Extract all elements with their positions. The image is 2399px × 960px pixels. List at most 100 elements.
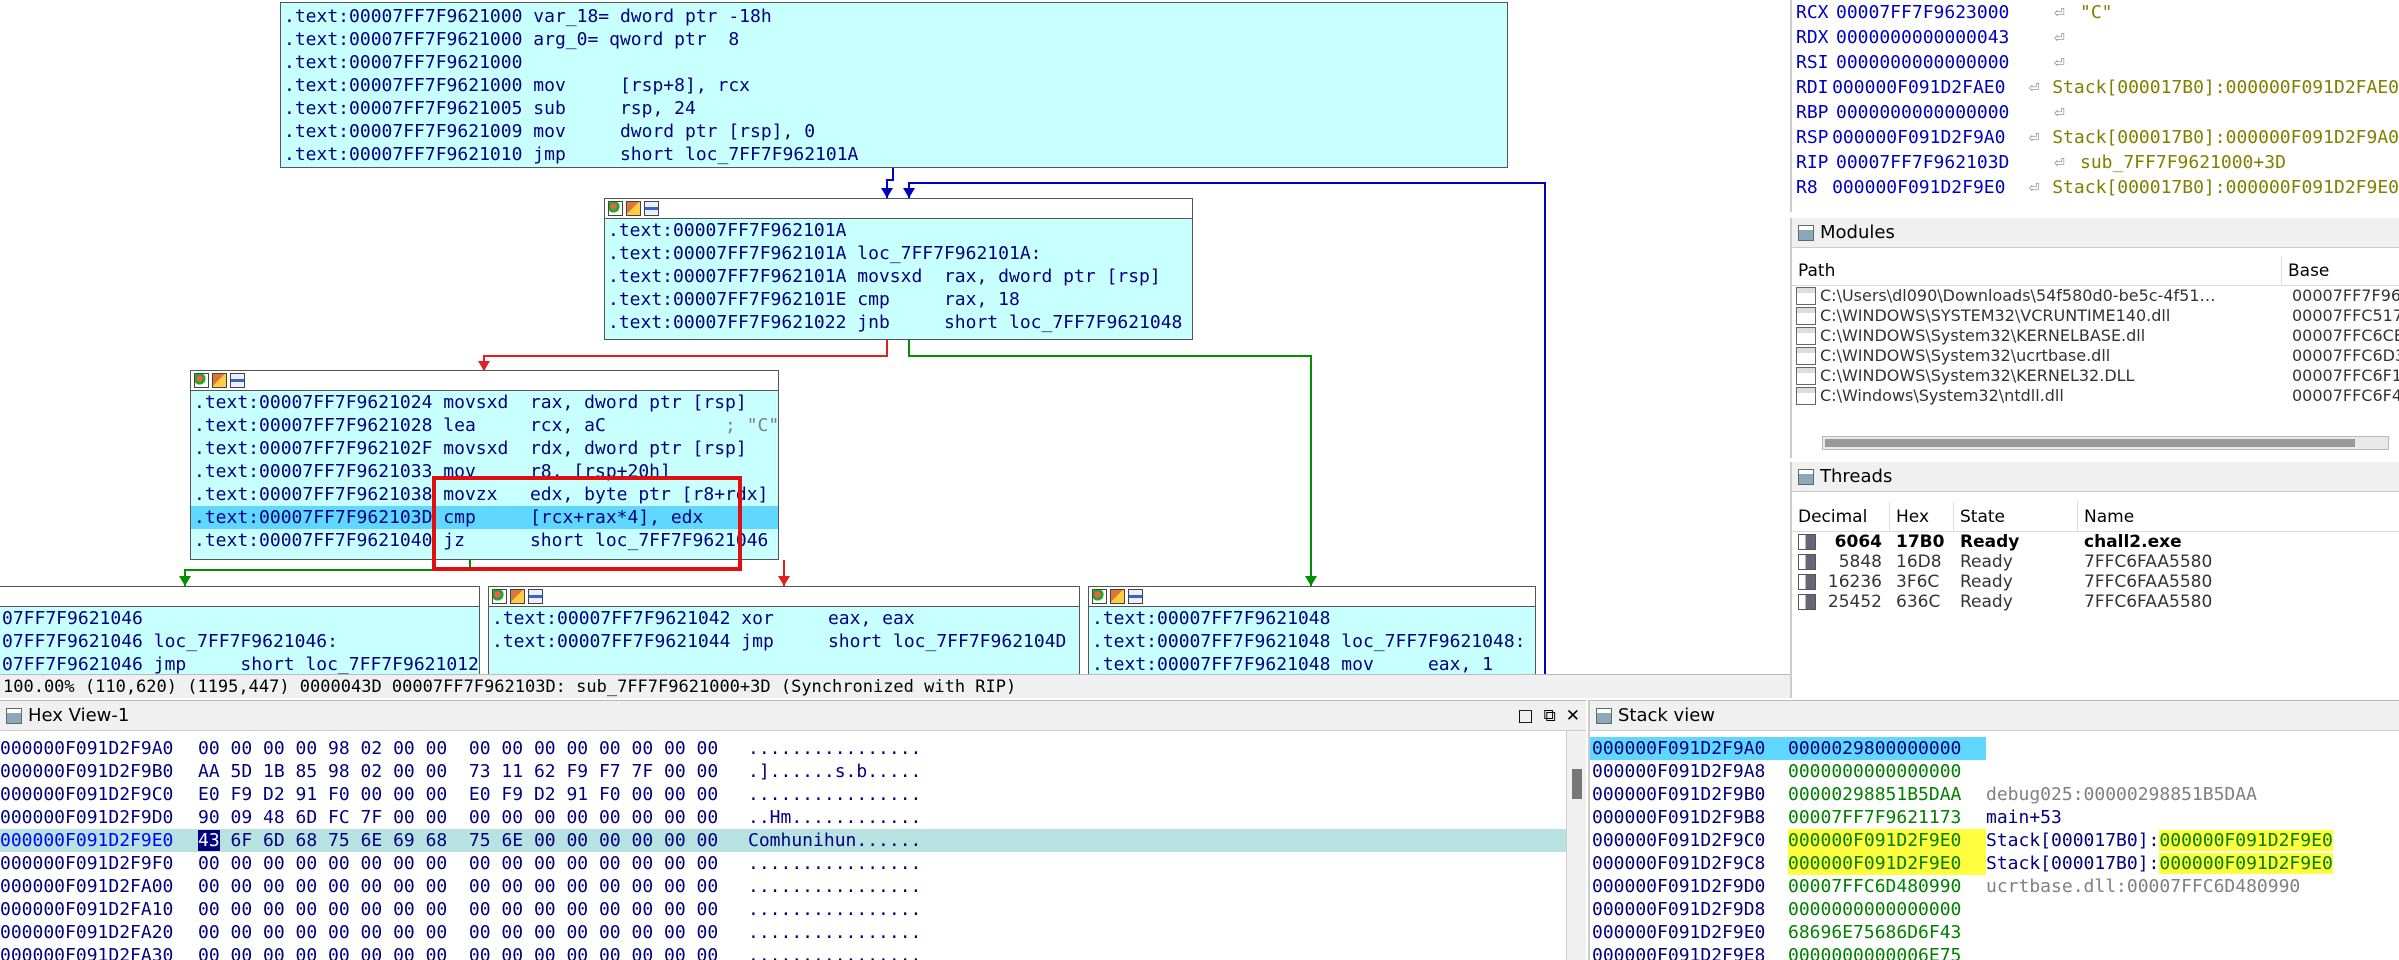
- stack-value[interactable]: 68696E75686D6F43: [1788, 922, 1962, 943]
- hex-bytes[interactable]: 00 00 00 00 00 00 00 00 00 00 00 00 00 0…: [198, 899, 719, 920]
- hex-view-title-bar[interactable]: Hex View-1 □ ⧉ ✕: [0, 701, 1586, 731]
- return-arrow-icon[interactable]: ⏎: [2028, 127, 2040, 148]
- register-value[interactable]: 000000F091D2F9A0: [1832, 127, 2006, 148]
- col-name[interactable]: Name: [2084, 507, 2135, 527]
- hex-bytes[interactable]: 00 00 00 00 00 00 00 00 00 00 00 00 00 0…: [198, 945, 719, 960]
- block-edit-icon[interactable]: [1110, 589, 1125, 604]
- code-line[interactable]: .text:00007FF7F962101E cmp rax, 18: [605, 288, 1192, 311]
- register-value[interactable]: 0000000000000000: [1836, 102, 2010, 123]
- block-group-icon[interactable]: [528, 589, 543, 604]
- code-line[interactable]: 07FF7F9621046 jmp short loc_7FF7F9621012: [0, 653, 479, 674]
- hex-bytes-group[interactable]: 43 6F 6D 68 75 6E 69 68 75 6E 00 00 00 0…: [198, 829, 748, 852]
- hex-bytes-group[interactable]: 00 00 00 00 00 00 00 00 00 00 00 00 00 0…: [198, 852, 748, 875]
- code-line[interactable]: .text:00007FF7F962102F movsxd rdx, dword…: [191, 437, 778, 460]
- hex-bytes[interactable]: 00 00 00 00 98 02 00 00 00 00 00 00 00 0…: [198, 738, 719, 759]
- code-line[interactable]: .text:00007FF7F9621048: [1089, 607, 1535, 630]
- code-line[interactable]: 07FF7F9621046: [0, 607, 479, 630]
- code-line[interactable]: .text:00007FF7F962103D cmp [rcx+rax*4], …: [191, 506, 778, 529]
- code-line[interactable]: .text:00007FF7F9621048 mov eax, 1: [1089, 653, 1535, 674]
- stack-value[interactable]: 0000000000000000: [1788, 761, 1962, 782]
- block-color-icon[interactable]: [194, 373, 209, 388]
- hex-bytes-group[interactable]: 00 00 00 00 00 00 00 00 00 00 00 00 00 0…: [198, 921, 748, 944]
- code-line[interactable]: .text:00007FF7F9621005 sub rsp, 24: [281, 97, 1507, 120]
- register-value[interactable]: 00007FF7F9623000: [1836, 2, 2010, 23]
- hex-ascii[interactable]: ................: [748, 945, 922, 960]
- graph-view[interactable]: .text:00007FF7F9621000 var_18= dword ptr…: [0, 0, 1790, 674]
- block-group-icon[interactable]: [644, 201, 659, 216]
- col-path[interactable]: Path: [1792, 256, 2282, 285]
- restore-icon[interactable]: ⧉: [1543, 705, 1556, 726]
- code-line[interactable]: .text:00007FF7F9621022 jnb short loc_7FF…: [605, 311, 1192, 334]
- modules-title-bar[interactable]: Modules: [1792, 218, 2399, 248]
- code-line[interactable]: .text:00007FF7F9621042 xor eax, eax: [489, 607, 1079, 630]
- hex-ascii[interactable]: .]......s.b.....: [748, 761, 922, 782]
- hex-bytes-group[interactable]: 00 00 00 00 00 00 00 00 00 00 00 00 00 0…: [198, 944, 748, 960]
- hex-ascii[interactable]: ................: [748, 922, 922, 943]
- stack-value[interactable]: 00000298851B5DAA: [1788, 784, 1962, 805]
- stack-value[interactable]: 00007FFC6D480990: [1788, 876, 1962, 897]
- col-state[interactable]: State: [1954, 502, 2078, 531]
- col-base[interactable]: Base: [2288, 261, 2330, 281]
- code-line[interactable]: .text:00007FF7F9621028 lea rcx, aC ; "C": [191, 414, 778, 437]
- hex-ascii[interactable]: ................: [748, 876, 922, 897]
- block-group-icon[interactable]: [230, 373, 245, 388]
- return-arrow-icon[interactable]: ⏎: [2054, 152, 2065, 173]
- hex-bytes[interactable]: E0 F9 D2 91 F0 00 00 00 E0 F9 D2 91 F0 0…: [198, 784, 719, 805]
- code-block-cmp[interactable]: .text:00007FF7F9621024 movsxd rax, dword…: [190, 370, 779, 560]
- return-arrow-icon[interactable]: ⏎: [2054, 27, 2065, 48]
- block-color-icon[interactable]: [492, 589, 507, 604]
- hex-ascii[interactable]: ................: [748, 853, 922, 874]
- code-block-loop[interactable]: .text:00007FF7F962101A .text:00007FF7F96…: [604, 198, 1193, 340]
- return-arrow-icon[interactable]: ⏎: [2054, 102, 2065, 123]
- stack-value[interactable]: 00007FF7F9621173: [1788, 807, 1962, 828]
- register-value[interactable]: 000000F091D2F9E0: [1832, 177, 2006, 198]
- return-arrow-icon[interactable]: ⏎: [2054, 2, 2065, 23]
- hex-ascii[interactable]: Comhunihun......: [748, 830, 922, 851]
- code-line[interactable]: .text:00007FF7F9621000: [281, 51, 1507, 74]
- stack-value[interactable]: 000000F091D2F9E0: [1788, 852, 1986, 875]
- stack-view-title-bar[interactable]: Stack view: [1590, 701, 2399, 731]
- hex-bytes[interactable]: 00 00 00 00 00 00 00 00 00 00 00 00 00 0…: [198, 922, 719, 943]
- threads-title-bar[interactable]: Threads: [1792, 462, 2399, 492]
- hex-selected-byte[interactable]: 43: [198, 830, 220, 851]
- register-value[interactable]: 000000F091D2FAE0: [1832, 77, 2006, 98]
- col-decimal[interactable]: Decimal: [1792, 502, 1890, 531]
- code-line[interactable]: .text:00007FF7F9621000 arg_0= qword ptr …: [281, 28, 1507, 51]
- code-line[interactable]: .text:00007FF7F962101A: [605, 219, 1192, 242]
- register-value[interactable]: 0000000000000043: [1836, 27, 2010, 48]
- code-block-left[interactable]: 07FF7F9621046 07FF7F9621046 loc_7FF7F962…: [0, 586, 480, 674]
- block-edit-icon[interactable]: [212, 373, 227, 388]
- code-line[interactable]: .text:00007FF7F9621044 jmp short loc_7FF…: [489, 630, 1079, 653]
- hex-bytes-group[interactable]: 90 09 48 6D FC 7F 00 00 00 00 00 00 00 0…: [198, 806, 748, 829]
- code-line[interactable]: .text:00007FF7F9621024 movsxd rax, dword…: [191, 391, 778, 414]
- hex-bytes-group[interactable]: 00 00 00 00 98 02 00 00 00 00 00 00 00 0…: [198, 737, 748, 760]
- maximize-icon[interactable]: □: [1517, 705, 1534, 726]
- scrollbar-thumb[interactable]: [1825, 439, 2355, 447]
- block-group-icon[interactable]: [1128, 589, 1143, 604]
